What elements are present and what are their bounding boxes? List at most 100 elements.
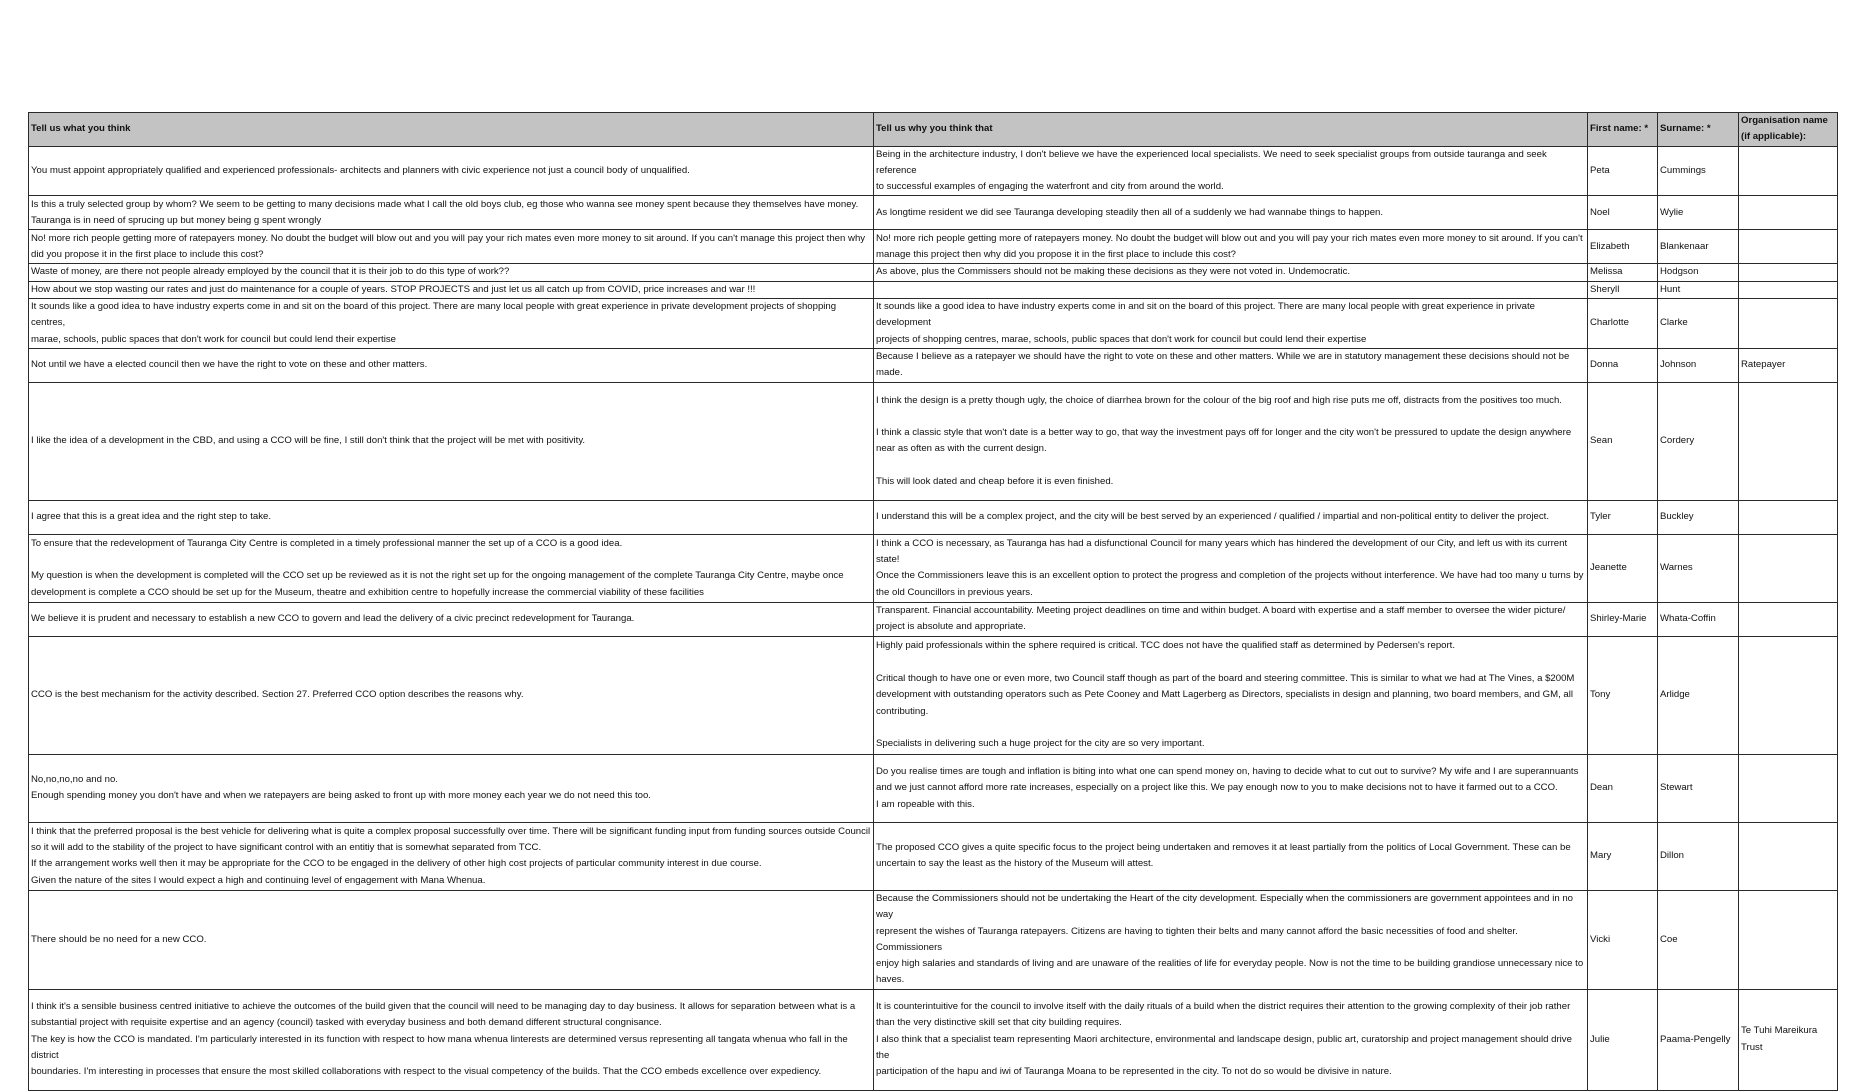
cell-why-you-think: I understand this will be a complex proj…	[873, 499, 1588, 535]
cell-why-you-think: The proposed CCO gives a quite specific …	[873, 821, 1588, 891]
cell-what-you-think: You must appoint appropriately qualified…	[28, 145, 874, 197]
cell-why-you-think: As longtime resident we did see Tauranga…	[873, 195, 1588, 231]
cell-why-you-think: Do you realise times are tough and infla…	[873, 753, 1588, 823]
cell-why-you-think: I think the design is a pretty though ug…	[873, 381, 1588, 501]
cell-why-you-think: Being in the architecture industry, I do…	[873, 145, 1588, 197]
cell-first-name: Elizabeth	[1587, 229, 1658, 265]
cell-surname: Buckley	[1657, 499, 1739, 535]
cell-first-name: Shirley-Marie	[1587, 601, 1658, 637]
cell-what-you-think: Is this a truly selected group by whom? …	[28, 195, 874, 231]
cell-surname: Whata-Coffin	[1657, 601, 1739, 637]
cell-what-you-think: Waste of money, are there not people alr…	[28, 263, 874, 282]
submissions-sheet: Tell us what you think Tell us why you t…	[28, 112, 1838, 1091]
cell-surname: Hunt	[1657, 280, 1739, 300]
table-row: CCO is the best mechanism for the activi…	[28, 635, 1838, 755]
cell-organisation: Te Tuhi Mareikura Trust	[1738, 988, 1838, 1091]
table-row: No,no,no,no and no. Enough spending mone…	[28, 753, 1838, 823]
cell-organisation	[1738, 298, 1838, 349]
cell-first-name: Sean	[1587, 381, 1658, 501]
cell-why-you-think: Because the Commissioners should not be …	[873, 889, 1588, 990]
header-tell-us-what-you-think: Tell us what you think	[28, 112, 874, 147]
cell-why-you-think: Transparent. Financial accountability. M…	[873, 601, 1588, 637]
cell-first-name: Sheryll	[1587, 280, 1658, 300]
cell-what-you-think: To ensure that the redevelopment of Taur…	[28, 533, 874, 603]
header-row: Tell us what you think Tell us why you t…	[28, 112, 1838, 147]
cell-first-name: Peta	[1587, 145, 1658, 197]
table-row: I agree that this is a great idea and th…	[28, 499, 1838, 535]
cell-surname: Clarke	[1657, 298, 1739, 349]
cell-surname: Paama-Pengelly	[1657, 988, 1739, 1091]
cell-what-you-think: I think it's a sensible business centred…	[28, 988, 874, 1091]
cell-organisation	[1738, 229, 1838, 265]
cell-why-you-think: Highly paid professionals within the sph…	[873, 635, 1588, 755]
cell-first-name: Noel	[1587, 195, 1658, 231]
cell-what-you-think: It sounds like a good idea to have indus…	[28, 298, 874, 349]
cell-first-name: Vicki	[1587, 889, 1658, 990]
cell-first-name: Melissa	[1587, 263, 1658, 282]
cell-why-you-think	[873, 280, 1588, 300]
cell-why-you-think: It sounds like a good idea to have indus…	[873, 298, 1588, 349]
table-row: To ensure that the redevelopment of Taur…	[28, 533, 1838, 603]
cell-surname: Johnson	[1657, 347, 1739, 383]
cell-organisation: Ratepayer	[1738, 347, 1838, 383]
table-row: We believe it is prudent and necessary t…	[28, 601, 1838, 637]
cell-organisation	[1738, 145, 1838, 197]
table-row: Waste of money, are there not people alr…	[28, 263, 1838, 282]
table-row: How about we stop wasting our rates and …	[28, 280, 1838, 300]
cell-what-you-think: No,no,no,no and no. Enough spending mone…	[28, 753, 874, 823]
cell-organisation	[1738, 635, 1838, 755]
cell-first-name: Tyler	[1587, 499, 1658, 535]
cell-organisation	[1738, 821, 1838, 891]
cell-first-name: Jeanette	[1587, 533, 1658, 603]
table-row: Is this a truly selected group by whom? …	[28, 195, 1838, 231]
table-row: It sounds like a good idea to have indus…	[28, 298, 1838, 349]
table-row: I think it's a sensible business centred…	[28, 988, 1838, 1091]
cell-organisation	[1738, 753, 1838, 823]
cell-what-you-think: I like the idea of a development in the …	[28, 381, 874, 501]
cell-organisation	[1738, 889, 1838, 990]
table-row: I think that the preferred proposal is t…	[28, 821, 1838, 891]
cell-what-you-think: There should be no need for a new CCO.	[28, 889, 874, 990]
cell-surname: Cordery	[1657, 381, 1739, 501]
cell-what-you-think: No! more rich people getting more of rat…	[28, 229, 874, 265]
cell-organisation	[1738, 499, 1838, 535]
cell-organisation	[1738, 263, 1838, 282]
cell-what-you-think: I think that the preferred proposal is t…	[28, 821, 874, 891]
cell-first-name: Dean	[1587, 753, 1658, 823]
cell-why-you-think: Because I believe as a ratepayer we shou…	[873, 347, 1588, 383]
cell-organisation	[1738, 533, 1838, 603]
cell-organisation	[1738, 381, 1838, 501]
cell-what-you-think: I agree that this is a great idea and th…	[28, 499, 874, 535]
table-row: Not until we have a elected council then…	[28, 347, 1838, 383]
cell-surname: Coe	[1657, 889, 1739, 990]
header-first-name: First name: *	[1587, 112, 1658, 147]
cell-why-you-think: As above, plus the Commissers should not…	[873, 263, 1588, 282]
header-surname: Surname: *	[1657, 112, 1739, 147]
cell-first-name: Julie	[1587, 988, 1658, 1091]
cell-first-name: Donna	[1587, 347, 1658, 383]
cell-surname: Wylie	[1657, 195, 1739, 231]
cell-why-you-think: It is counterintuitive for the council t…	[873, 988, 1588, 1091]
cell-first-name: Charlotte	[1587, 298, 1658, 349]
cell-surname: Hodgson	[1657, 263, 1739, 282]
table-row: No! more rich people getting more of rat…	[28, 229, 1838, 265]
cell-organisation	[1738, 601, 1838, 637]
cell-first-name: Mary	[1587, 821, 1658, 891]
cell-surname: Blankenaar	[1657, 229, 1739, 265]
cell-what-you-think: CCO is the best mechanism for the activi…	[28, 635, 874, 755]
cell-organisation	[1738, 195, 1838, 231]
table-row: You must appoint appropriately qualified…	[28, 145, 1838, 197]
cell-surname: Cummings	[1657, 145, 1739, 197]
cell-why-you-think: No! more rich people getting more of rat…	[873, 229, 1588, 265]
cell-what-you-think: We believe it is prudent and necessary t…	[28, 601, 874, 637]
cell-organisation	[1738, 280, 1838, 300]
header-organisation-name: Organisation name (if applicable):	[1738, 112, 1838, 147]
header-tell-us-why: Tell us why you think that	[873, 112, 1588, 147]
cell-what-you-think: How about we stop wasting our rates and …	[28, 280, 874, 300]
cell-first-name: Tony	[1587, 635, 1658, 755]
cell-surname: Stewart	[1657, 753, 1739, 823]
table-row: There should be no need for a new CCO. B…	[28, 889, 1838, 990]
cell-why-you-think: I think a CCO is necessary, as Tauranga …	[873, 533, 1588, 603]
cell-surname: Dillon	[1657, 821, 1739, 891]
submissions-table: Tell us what you think Tell us why you t…	[28, 112, 1838, 1091]
